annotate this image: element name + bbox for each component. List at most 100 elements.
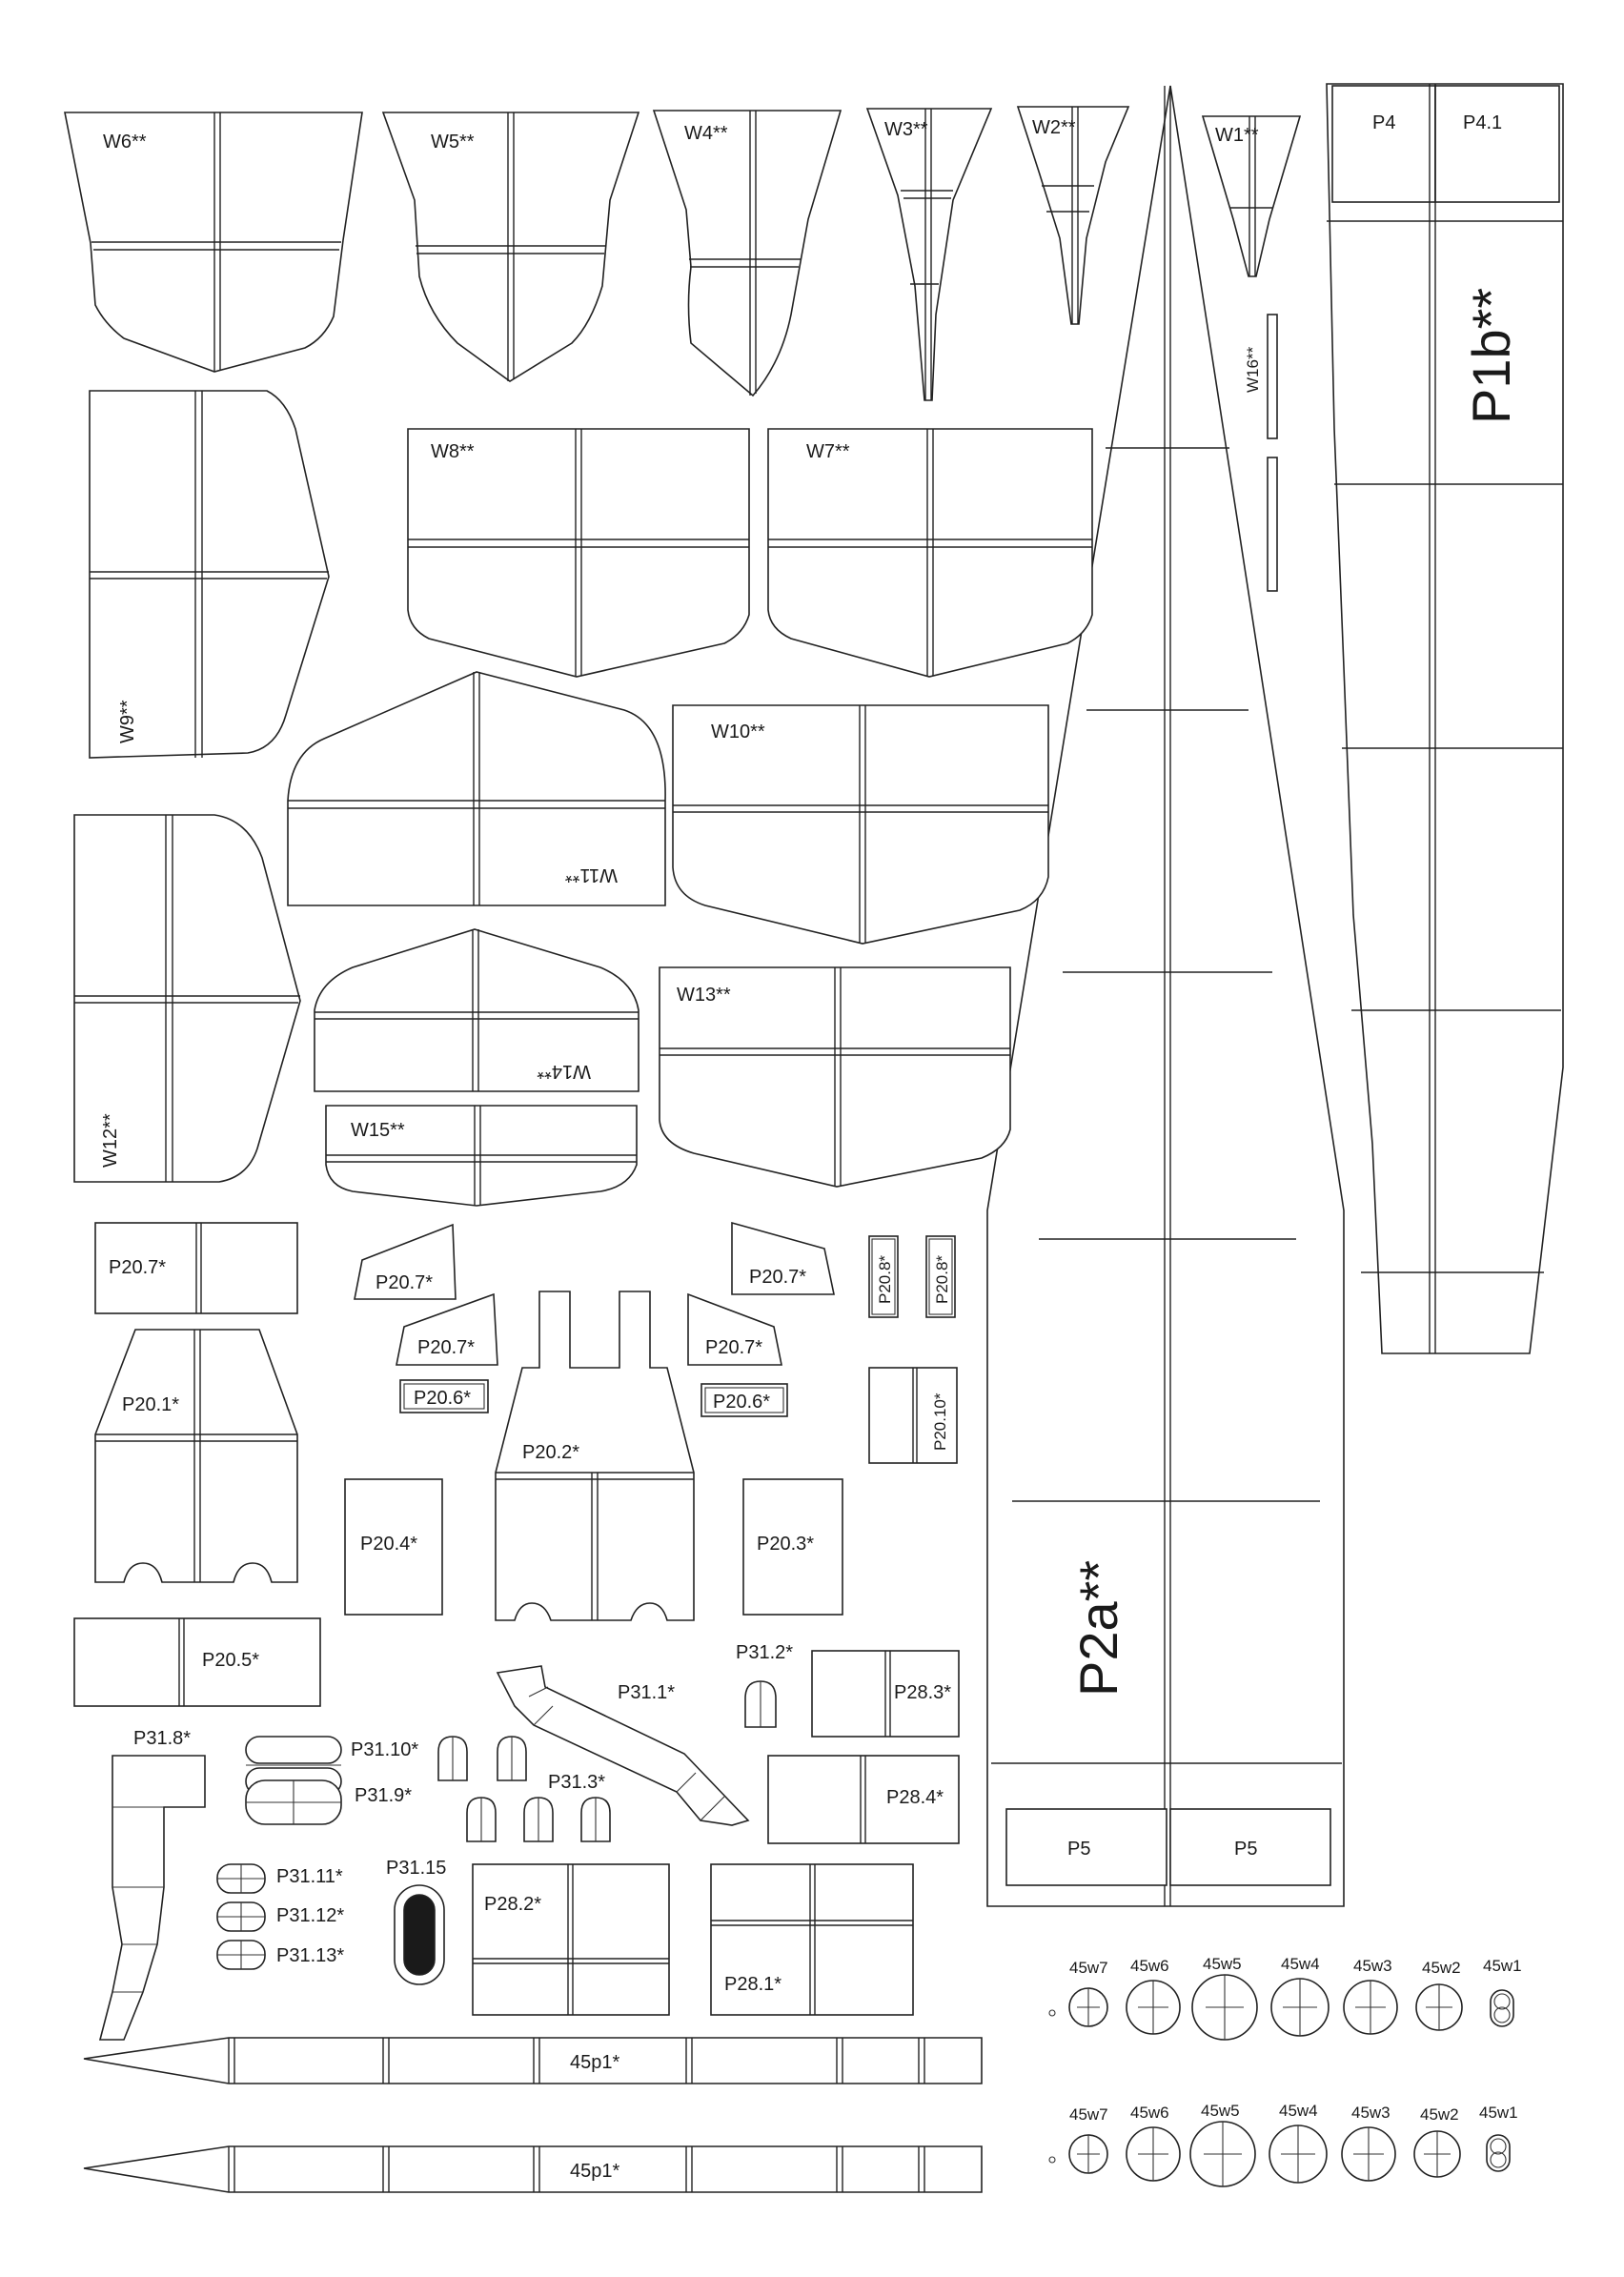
- part-w10: W10**: [672, 704, 1049, 945]
- label-p31-3: P31.3*: [548, 1772, 605, 1793]
- label-p20-8-b: P20.8*: [933, 1255, 951, 1304]
- part-p20-2: P20.2*: [495, 1291, 695, 1621]
- part-p20-8-a: P20.8*: [868, 1235, 899, 1318]
- disc-45w3-b: [1341, 2126, 1396, 2182]
- disc-45w3-a: [1343, 1980, 1398, 2035]
- label-p31-8: P31.8*: [133, 1728, 191, 1749]
- label-w5: W5**: [431, 132, 475, 152]
- part-p20-10: P20.10*: [868, 1367, 958, 1464]
- label-w11: W11**: [565, 864, 618, 885]
- part-p20-4: P20.4*: [344, 1478, 443, 1616]
- part-w16: W16**: [1244, 314, 1278, 592]
- label-p28-1: P28.1*: [724, 1974, 782, 1995]
- label-p5-left: P5: [1067, 1839, 1090, 1860]
- label-w8: W8**: [431, 441, 475, 462]
- label-45w1-a: 45w1: [1483, 1957, 1522, 1975]
- part-p20-5: P20.5*: [73, 1617, 321, 1707]
- part-p31-9: P31.9*: [245, 1779, 412, 1825]
- label-p20-3: P20.3*: [757, 1534, 814, 1555]
- discs-row-2: 45w7 45w6 45w5 45w4 45w3 45w2 45w1: [1048, 2102, 1518, 2187]
- part-p31-8: P31.8*: [98, 1728, 206, 2041]
- disc-45w6-a: [1126, 1980, 1181, 2035]
- label-p4-1: P4.1: [1463, 112, 1502, 133]
- label-p20-7-c: P20.7*: [417, 1337, 475, 1358]
- part-p20-6-a: P20.6*: [399, 1379, 489, 1413]
- part-p20-8-b: P20.8*: [925, 1235, 956, 1318]
- label-p20-7-a: P20.7*: [109, 1257, 166, 1278]
- label-p4: P4: [1372, 112, 1395, 133]
- disc-45w7-a: [1068, 1987, 1108, 2027]
- part-p31-11: P31.11*: [216, 1863, 343, 1894]
- disc-45w2-a: [1415, 1983, 1463, 2031]
- part-45p1-a: 45p1*: [83, 2037, 983, 2084]
- label-w4: W4**: [684, 123, 728, 144]
- disc-45w5-a: [1191, 1974, 1258, 2041]
- label-p20-5: P20.5*: [202, 1650, 259, 1671]
- part-p28-4: P28.4*: [767, 1755, 960, 1844]
- part-p31-2: P31.2*: [736, 1642, 793, 1728]
- label-w9: W9**: [117, 700, 138, 743]
- part-p31-12: P31.12*: [216, 1901, 344, 1932]
- label-p20-2: P20.2*: [522, 1442, 579, 1463]
- part-p28-3: P28.3*: [811, 1650, 960, 1738]
- part-p31-13: P31.13*: [216, 1940, 344, 1970]
- label-p31-9: P31.9*: [355, 1785, 412, 1806]
- label-p20-6-a: P20.6*: [414, 1388, 471, 1409]
- label-45w4-b: 45w4: [1279, 2102, 1318, 2120]
- label-45w2-a: 45w2: [1422, 1959, 1461, 1977]
- disc-45w2-b: [1413, 2130, 1461, 2178]
- part-w7: W7**: [767, 428, 1093, 678]
- label-w3: W3**: [884, 119, 928, 140]
- label-p28-4: P28.4*: [886, 1787, 944, 1808]
- label-w2: W2**: [1032, 117, 1076, 138]
- disc-45w4-a: [1270, 1978, 1330, 2037]
- label-w14: W14**: [537, 1061, 591, 1082]
- part-w3: W3**: [865, 108, 993, 401]
- label-p31-10: P31.10*: [351, 1739, 418, 1760]
- label-45w7-b: 45w7: [1069, 2105, 1108, 2124]
- part-w14: W14**: [314, 928, 639, 1092]
- disc-45w6-b: [1126, 2126, 1181, 2182]
- part-p20-3: P20.3*: [742, 1478, 843, 1616]
- label-w13: W13**: [677, 985, 731, 1006]
- label-p20-6-b: P20.6*: [713, 1392, 770, 1413]
- label-p31-12: P31.12*: [276, 1905, 344, 1926]
- label-45w6-b: 45w6: [1130, 2104, 1169, 2122]
- part-w4: W4**: [652, 110, 842, 397]
- part-w8: W8**: [407, 428, 750, 678]
- label-45w3-b: 45w3: [1351, 2104, 1391, 2122]
- part-p20-7-b: P20.7*: [354, 1223, 457, 1300]
- part-p20-7-d: P20.7*: [731, 1221, 835, 1295]
- part-p20-6-b: P20.6*: [700, 1383, 788, 1417]
- label-45p1-b: 45p1*: [570, 2161, 619, 2182]
- label-45p1-a: 45p1*: [570, 2052, 619, 2073]
- label-w10: W10**: [711, 722, 765, 742]
- part-p31-15: P31.15: [386, 1858, 446, 1985]
- part-w11: W11**: [287, 671, 666, 906]
- part-p1b: P4 P4.1 P1b**: [1326, 83, 1564, 1354]
- part-p31-3: P31.3*: [437, 1736, 611, 1842]
- label-w1: W1**: [1215, 125, 1259, 146]
- disc-45w5-b: [1189, 2121, 1256, 2187]
- label-p31-15: P31.15: [386, 1858, 446, 1879]
- part-p28-2: P28.2*: [472, 1863, 670, 2016]
- part-p31-1: P31.1*: [496, 1665, 750, 1826]
- disc-45w7-b: [1068, 2134, 1108, 2174]
- label-p5-right: P5: [1234, 1839, 1257, 1860]
- label-w12: W12**: [100, 1113, 121, 1168]
- part-w15: W15**: [325, 1105, 638, 1207]
- part-w5: W5**: [381, 112, 640, 382]
- label-45w5-a: 45w5: [1203, 1955, 1242, 1973]
- label-p28-3: P28.3*: [894, 1682, 951, 1703]
- label-p31-13: P31.13*: [276, 1945, 344, 1966]
- label-p20-7-e: P20.7*: [705, 1337, 762, 1358]
- label-p20-8-a: P20.8*: [876, 1255, 894, 1304]
- label-w15: W15**: [351, 1120, 405, 1141]
- label-p31-2: P31.2*: [736, 1642, 793, 1663]
- label-p20-7-b: P20.7*: [376, 1272, 433, 1293]
- label-45w2-b: 45w2: [1420, 2105, 1459, 2124]
- disc-45w1-b: [1486, 2134, 1511, 2172]
- label-p20-4: P20.4*: [360, 1534, 417, 1555]
- part-w12: W12**: [73, 814, 301, 1183]
